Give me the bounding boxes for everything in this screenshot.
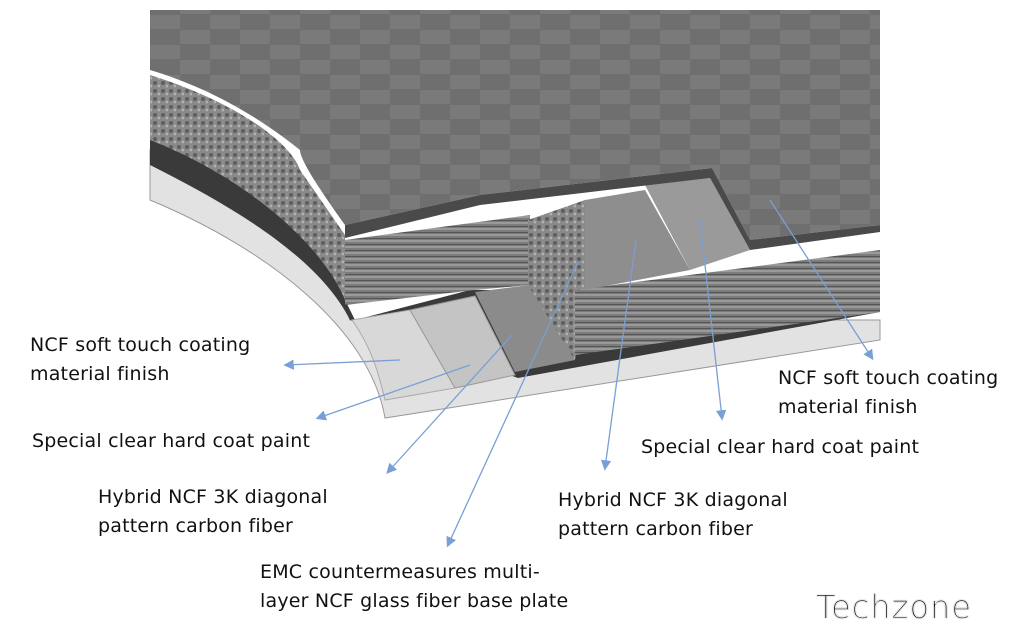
- arrow-right-coating: [769, 199, 874, 361]
- emc-block: [528, 200, 585, 360]
- carbon-section-left: [345, 215, 530, 305]
- hybrid-carbon-layer-left: [475, 285, 575, 372]
- mid-step: [585, 190, 690, 290]
- label-right-coating: NCF soft touch coating material finish: [778, 364, 998, 422]
- top-edge: [345, 168, 880, 250]
- soft-touch-layer: [409, 295, 516, 389]
- label-line: Hybrid NCF 3K diagonal: [558, 489, 788, 511]
- upper-step: [645, 178, 750, 270]
- label-line: layer NCF glass fiber base plate: [260, 590, 569, 612]
- label-right-clearcoat: Special clear hard coat paint: [641, 436, 920, 458]
- label-emc: EMC countermeasures multi- layer NCF gla…: [260, 558, 568, 616]
- label-right-hybrid: Hybrid NCF 3K diagonal pattern carbon fi…: [558, 486, 788, 544]
- arrow-left-hybrid: [386, 334, 513, 474]
- top-surface: [150, 10, 880, 240]
- label-line: NCF soft touch coating: [30, 334, 251, 356]
- arrow-right-hybrid: [600, 239, 637, 471]
- label-left-clearcoat: Special clear hard coat paint: [32, 430, 311, 452]
- label-line: pattern carbon fiber: [558, 518, 754, 540]
- arrow-emc: [446, 261, 579, 548]
- label-line: NCF soft touch coating: [778, 367, 999, 389]
- foam-layer: [150, 75, 345, 305]
- label-line: pattern carbon fiber: [98, 515, 294, 537]
- label-left-hybrid: Hybrid NCF 3K diagonal pattern carbon fi…: [98, 483, 328, 541]
- arrow-left-coating: [283, 359, 401, 370]
- label-left-coating: NCF soft touch coating material finish: [30, 331, 250, 389]
- label-line: material finish: [778, 396, 918, 418]
- label-line: material finish: [30, 363, 170, 385]
- carbon-section-right: [575, 250, 880, 355]
- label-line: EMC countermeasures multi-: [260, 561, 540, 583]
- clear-coat-layer: [351, 309, 456, 401]
- arrow-right-clearcoat: [699, 219, 727, 421]
- techzone-logo: Techzone: [816, 588, 973, 627]
- label-line: Hybrid NCF 3K diagonal: [98, 486, 328, 508]
- arrow-left-clearcoat: [315, 364, 471, 421]
